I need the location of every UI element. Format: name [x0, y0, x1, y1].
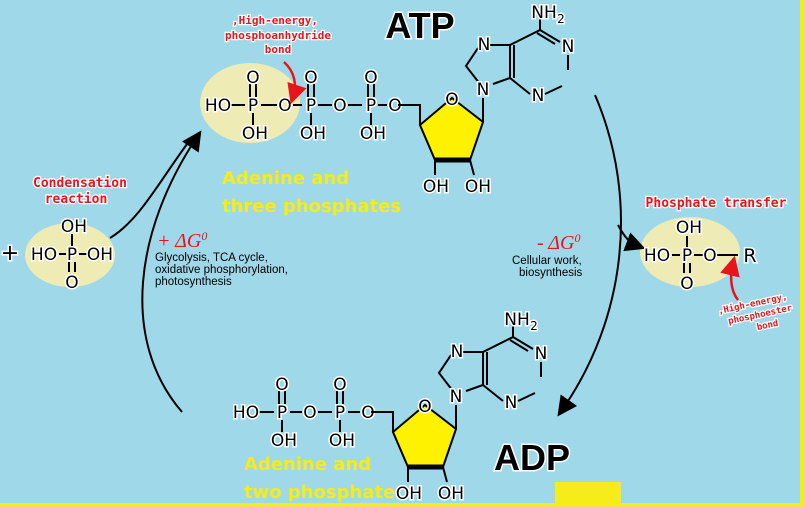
minus-delta-g: - ΔG0: [537, 231, 580, 254]
synthesis-arrow: [141, 130, 202, 413]
yellow-edge-right: [800, 0, 805, 507]
condensation-label: Condensation: [33, 176, 127, 191]
phosphoanhydride-bond-label: ‚High-energy‚ phosphoanhydride bond: [224, 13, 333, 105]
svg-text:OH: OH: [423, 177, 449, 197]
svg-text:‚High-energy‚: ‚High-energy‚: [232, 14, 318, 27]
svg-text:O: O: [361, 403, 374, 423]
svg-text:O: O: [364, 68, 377, 88]
atp-description-2: three phosphates: [222, 196, 401, 217]
svg-text:bond: bond: [265, 43, 292, 56]
svg-text:O: O: [246, 68, 259, 88]
svg-text:O: O: [388, 96, 401, 116]
condensation-label-2: reaction: [45, 192, 108, 207]
plus-delta-g: + ΔG0: [157, 229, 207, 252]
adp-description: Adenine and: [244, 454, 371, 475]
adp-description-2: two phosphate: [244, 482, 395, 503]
svg-text:2: 2: [557, 12, 565, 26]
svg-text:P: P: [67, 245, 77, 265]
svg-text:phosphoanhydride: phosphoanhydride: [225, 29, 331, 42]
svg-text:N: N: [478, 35, 491, 55]
svg-text:HO: HO: [644, 246, 670, 266]
svg-text:NH: NH: [531, 3, 557, 23]
phosphate-highlight-free: [25, 223, 115, 287]
phosphate-highlight-atp: [200, 63, 300, 143]
hydrolysis-arrow: [557, 94, 622, 417]
svg-text:HO: HO: [31, 245, 57, 265]
consumption-label: Cellular work,: [512, 255, 582, 267]
phosphoester-arrow: [720, 255, 740, 301]
svg-text:O: O: [418, 397, 431, 417]
svg-text:R: R: [743, 245, 756, 267]
svg-text:N: N: [450, 387, 463, 407]
transfer-arrow: [617, 224, 646, 252]
atp-description: Adenine and: [222, 168, 349, 189]
atp-molecule: HO P O OH O P O OH O P O OH O O OH OH N …: [203, 2, 575, 199]
svg-text:HO: HO: [205, 96, 231, 116]
phosphate-transfer-label: Phosphate transfer: [646, 196, 787, 211]
synthesis-sources-2: oxidative phosphorylation,: [155, 264, 288, 276]
svg-text:OH: OH: [300, 124, 326, 144]
svg-text:OH: OH: [438, 484, 464, 504]
plus-sign: +: [1, 241, 19, 266]
svg-text:N: N: [505, 393, 518, 413]
svg-text:bond: bond: [756, 319, 779, 333]
yellow-block: [555, 482, 621, 507]
svg-text:HO: HO: [233, 403, 259, 423]
svg-text:N: N: [562, 37, 575, 57]
svg-text:OH: OH: [360, 124, 386, 144]
svg-text:OH: OH: [329, 431, 355, 451]
adp-title: ADP: [494, 437, 570, 478]
svg-text:OH: OH: [465, 177, 491, 197]
svg-text:P: P: [366, 96, 376, 116]
svg-text:OH: OH: [87, 245, 113, 265]
svg-text:P: P: [335, 403, 345, 423]
svg-text:O: O: [275, 375, 288, 395]
svg-text:O: O: [278, 96, 291, 116]
svg-text:O: O: [304, 68, 317, 88]
svg-text:P: P: [682, 246, 692, 266]
svg-text:OH: OH: [396, 484, 422, 504]
svg-text:P: P: [306, 96, 316, 116]
phosphoester-bond-label: ‚High-energy‚ phosphoester bond: [716, 290, 795, 334]
svg-text:O: O: [333, 96, 346, 116]
svg-text:O: O: [333, 375, 346, 395]
svg-text:O: O: [680, 274, 693, 294]
atp-title: ATP: [385, 5, 454, 46]
svg-text:OH: OH: [676, 218, 702, 238]
yellow-edge-bottom: [0, 503, 805, 507]
svg-text:N: N: [532, 86, 545, 106]
svg-text:P: P: [277, 403, 287, 423]
synthesis-sources: Glycolysis, TCA cycle,: [155, 252, 268, 264]
svg-text:O: O: [703, 246, 716, 266]
svg-text:OH: OH: [271, 431, 297, 451]
adp-molecule: HO P O OH O P O OH O O OH OH N N N N NH …: [231, 309, 548, 506]
svg-text:P: P: [248, 96, 258, 116]
phosphate-highlight-transfer: [640, 217, 740, 287]
svg-text:N: N: [535, 344, 548, 364]
svg-text:N: N: [477, 80, 490, 100]
svg-text:2: 2: [530, 319, 538, 333]
svg-text:NH: NH: [504, 310, 530, 330]
synthesis-sources-3: photosynthesis: [155, 276, 232, 288]
free-phosphate: + HO P OH OH O: [0, 216, 115, 295]
svg-text:O: O: [303, 403, 316, 423]
transferred-phosphate: HO P OH O R O: [642, 217, 758, 296]
svg-text:OH: OH: [242, 124, 268, 144]
condensation-arrow: [109, 139, 191, 239]
svg-text:O: O: [65, 273, 78, 293]
svg-text:O: O: [445, 90, 458, 110]
svg-text:OH: OH: [61, 217, 87, 237]
svg-text:N: N: [451, 342, 464, 362]
consumption-label-2: biosynthesis: [519, 267, 583, 279]
